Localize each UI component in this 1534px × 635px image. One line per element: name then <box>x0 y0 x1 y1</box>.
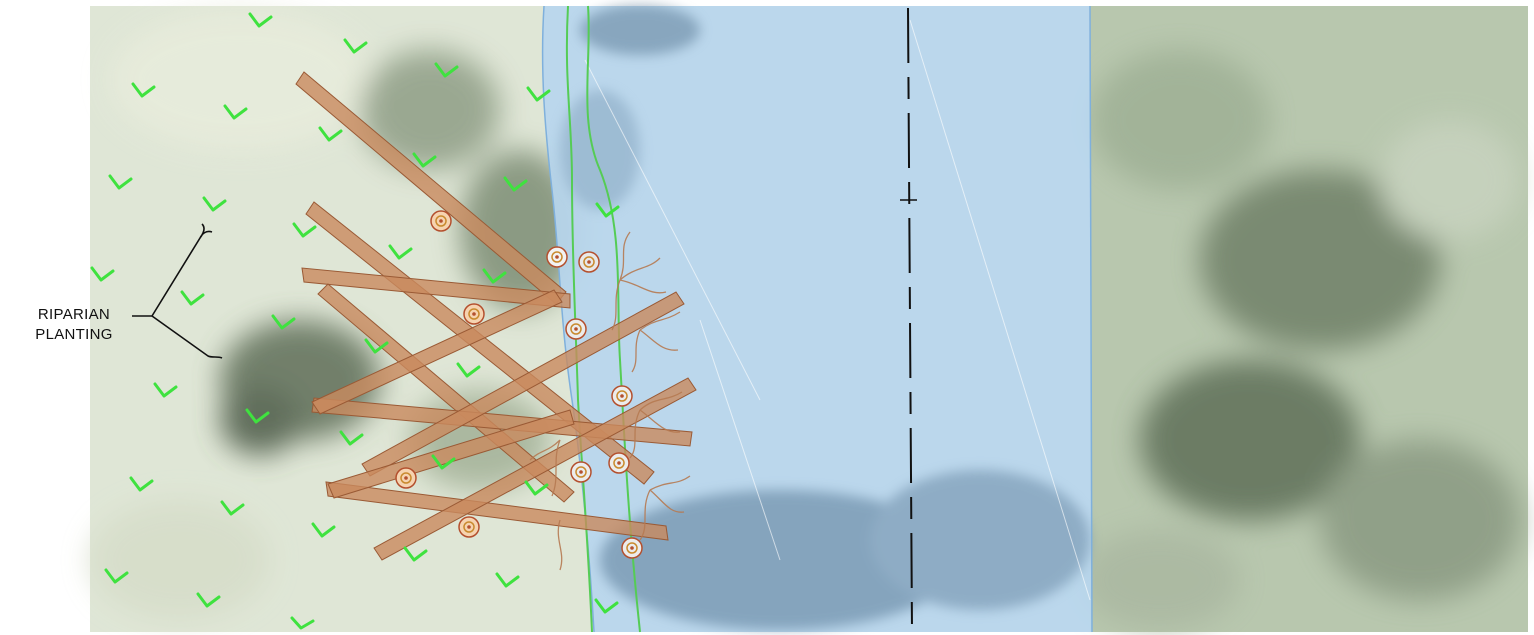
channel-right-edge <box>1089 5 1093 633</box>
callout-brace <box>132 223 223 359</box>
log-9 <box>327 409 575 499</box>
rootwad-2 <box>631 311 681 373</box>
rootwad-6 <box>557 519 563 571</box>
log-8 <box>325 481 669 541</box>
rootwad-3 <box>629 391 683 459</box>
log-4 <box>317 283 575 503</box>
log-1 <box>295 71 567 305</box>
log-6 <box>311 289 563 415</box>
log-10 <box>373 377 697 561</box>
rootwad-1 <box>611 231 667 331</box>
channel-centerline <box>900 7 917 633</box>
stream-channel <box>541 5 1093 633</box>
large-wood-structure <box>295 71 697 561</box>
rootwad-4 <box>639 475 691 541</box>
log-3 <box>301 267 571 309</box>
anchor-piles <box>395 210 643 559</box>
rootwads <box>529 231 691 571</box>
riparian-planting-callout: RIPARIAN PLANTING <box>18 305 130 345</box>
callout-line-2: PLANTING <box>35 326 113 343</box>
rootwad-5 <box>529 439 561 497</box>
callout-line-1: RIPARIAN <box>37 306 111 323</box>
riparian-planting-symbols <box>90 12 620 630</box>
